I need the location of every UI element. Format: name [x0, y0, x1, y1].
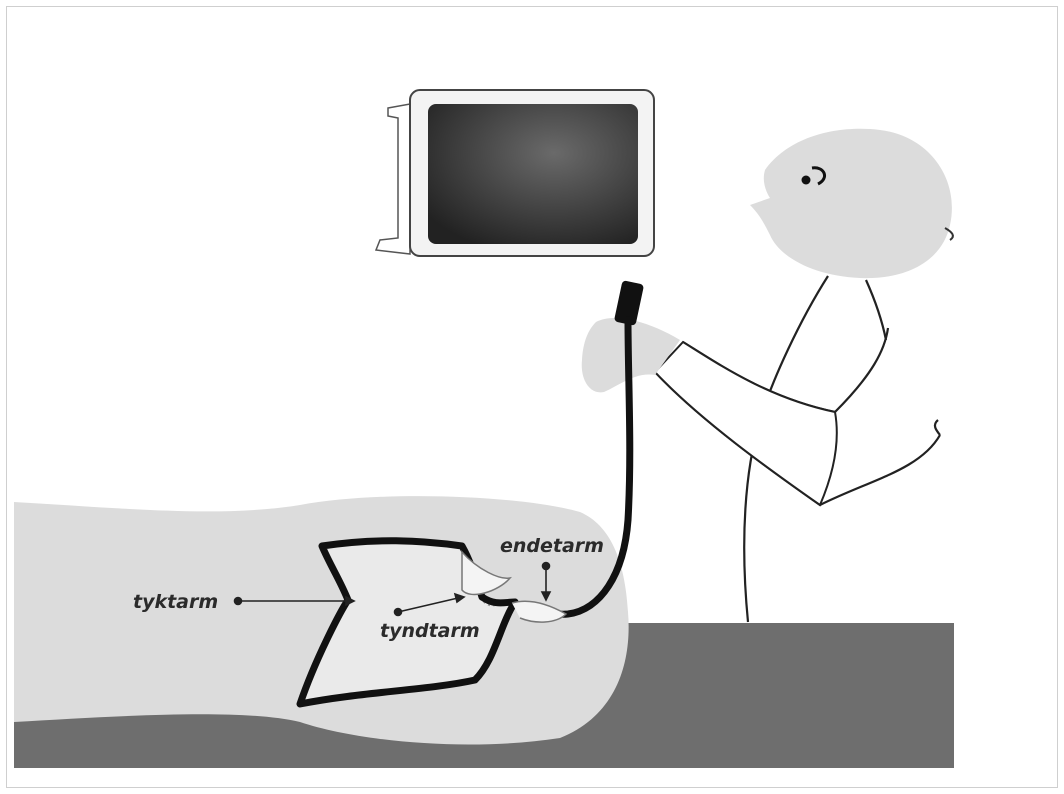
doctor-eye [802, 176, 811, 185]
monitor-screen [428, 104, 638, 244]
label-endetarm: endetarm [500, 535, 604, 557]
label-tyndtarm: tyndtarm [380, 620, 480, 642]
doctor-head [750, 129, 953, 278]
label-tyktarm: tyktarm [133, 591, 218, 613]
doctor-sleeve [655, 342, 837, 505]
monitor [376, 90, 654, 256]
